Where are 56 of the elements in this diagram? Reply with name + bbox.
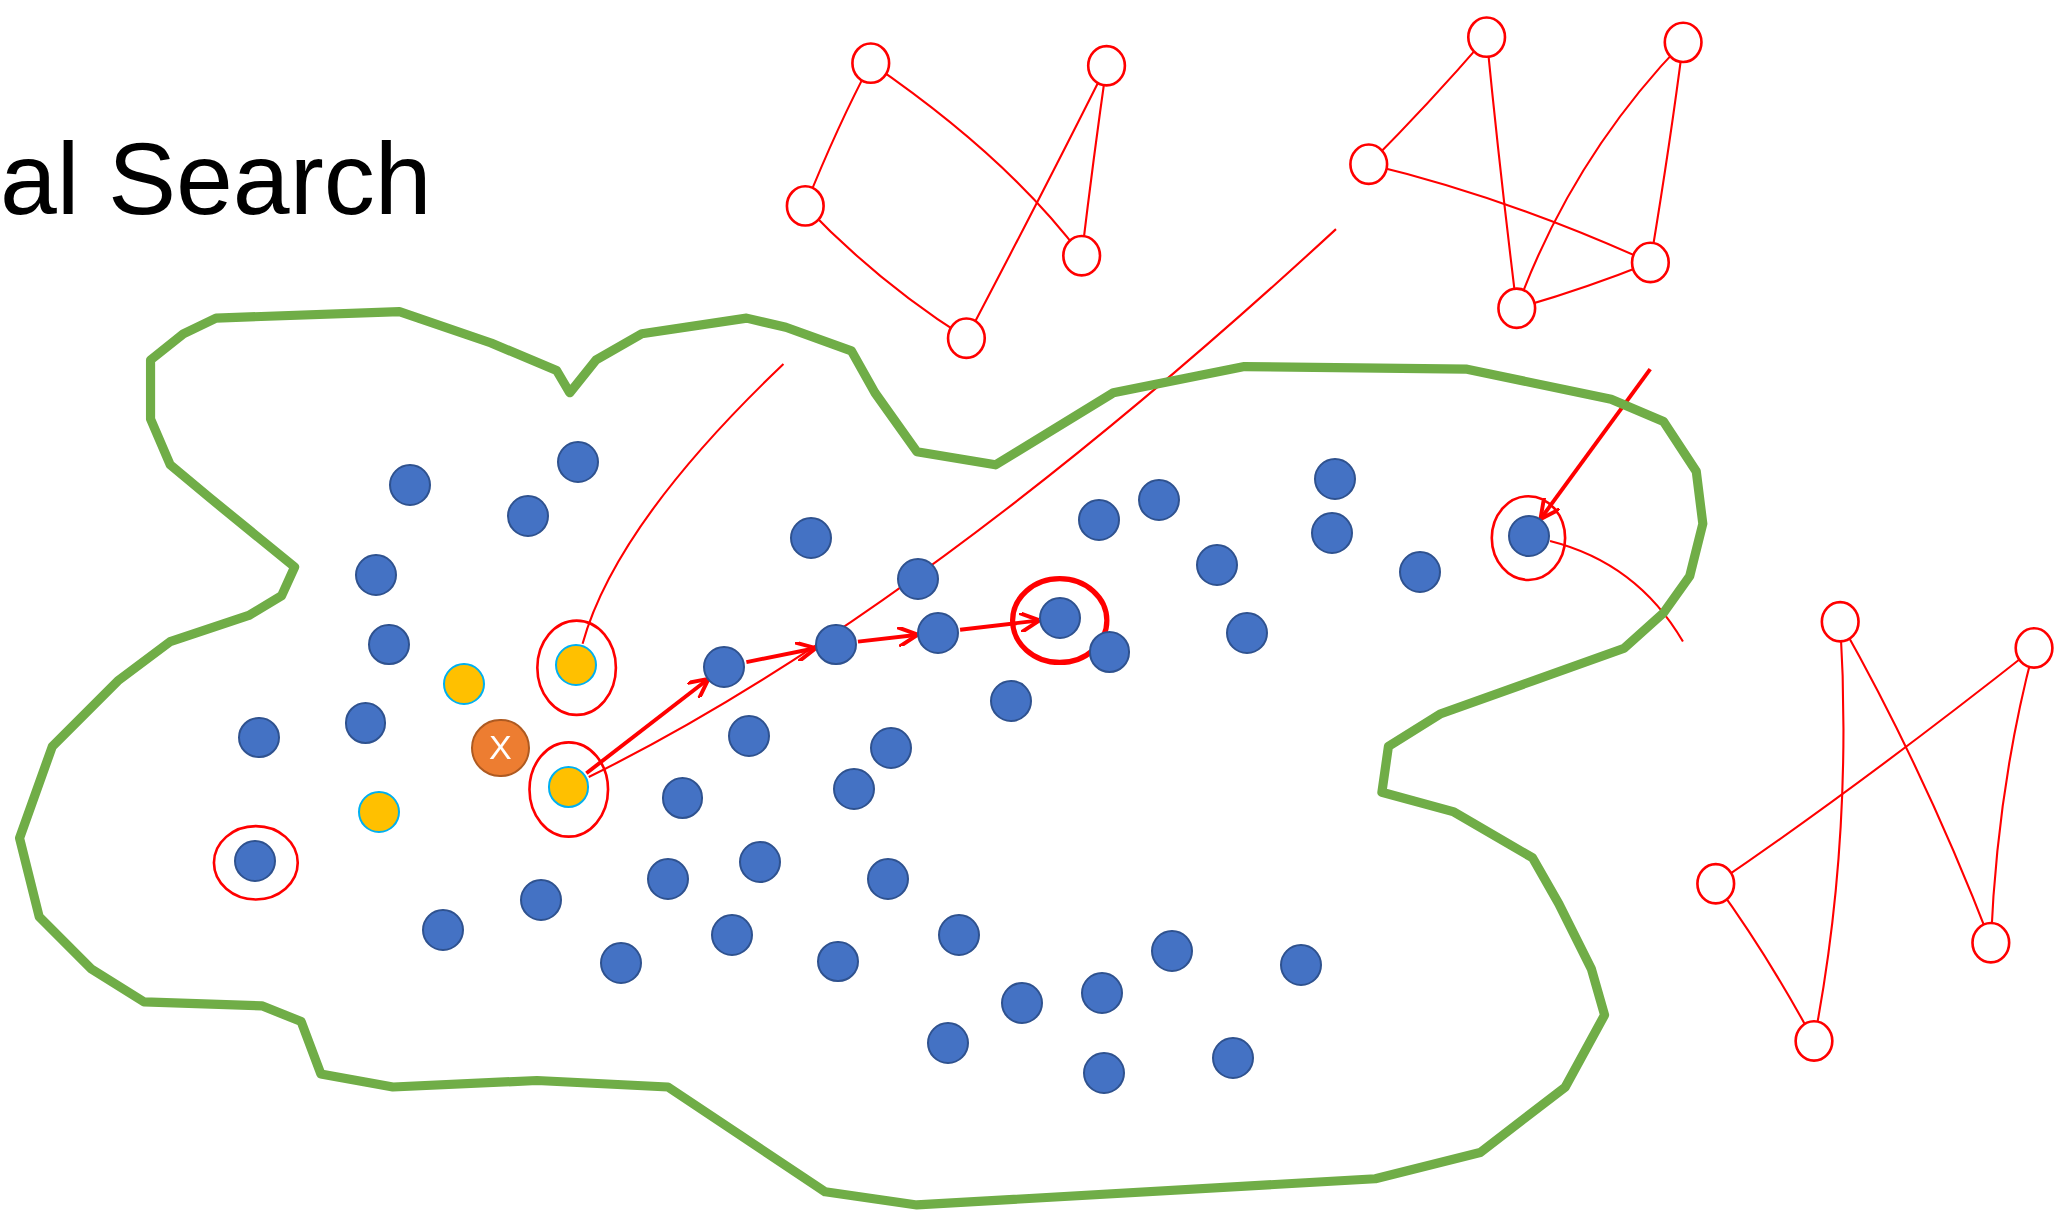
dot	[421, 909, 464, 951]
dot	[442, 662, 485, 705]
arrow	[585, 676, 711, 775]
dot	[1078, 499, 1120, 541]
dot	[728, 715, 771, 758]
dot	[1279, 944, 1322, 987]
leader-line	[588, 228, 1337, 778]
arrow	[1538, 368, 1652, 522]
dot	[711, 914, 754, 957]
dot	[1000, 982, 1043, 1025]
dot	[661, 776, 704, 819]
dot	[520, 878, 562, 921]
dot	[833, 767, 875, 810]
leader-line	[581, 363, 785, 644]
dot	[1399, 551, 1441, 594]
dot	[1038, 597, 1081, 640]
dot	[1507, 514, 1550, 557]
dot	[1195, 543, 1238, 586]
dot	[817, 940, 860, 983]
dot	[703, 645, 746, 688]
dot	[647, 858, 689, 900]
dot	[357, 791, 400, 834]
dot	[1088, 631, 1131, 674]
dot	[506, 495, 549, 538]
dot	[1313, 458, 1356, 501]
dot	[814, 623, 857, 666]
leader-line	[1549, 539, 1684, 643]
dot	[1211, 1037, 1254, 1080]
dot	[937, 914, 980, 957]
dot	[547, 766, 590, 809]
dot	[556, 441, 599, 484]
dot	[789, 517, 832, 560]
dot	[555, 644, 598, 687]
dot	[916, 611, 959, 654]
arrow	[746, 640, 818, 664]
dot	[738, 840, 781, 883]
dot	[1080, 971, 1123, 1014]
dot	[238, 716, 281, 759]
dot	[1311, 512, 1354, 555]
dot	[897, 558, 940, 600]
dot	[234, 839, 277, 882]
dot	[990, 679, 1033, 722]
dot	[867, 858, 910, 900]
dot	[389, 463, 431, 506]
dot	[927, 1021, 970, 1064]
dot	[1151, 930, 1194, 972]
dot	[1138, 479, 1181, 522]
dot	[1083, 1051, 1126, 1094]
dot	[344, 702, 387, 744]
dot	[355, 554, 397, 596]
start-marker: X	[471, 718, 530, 778]
slide-title: al Search	[0, 128, 432, 231]
dot	[368, 623, 410, 666]
dot	[1226, 611, 1268, 654]
dot	[869, 727, 912, 769]
dot	[599, 941, 642, 984]
